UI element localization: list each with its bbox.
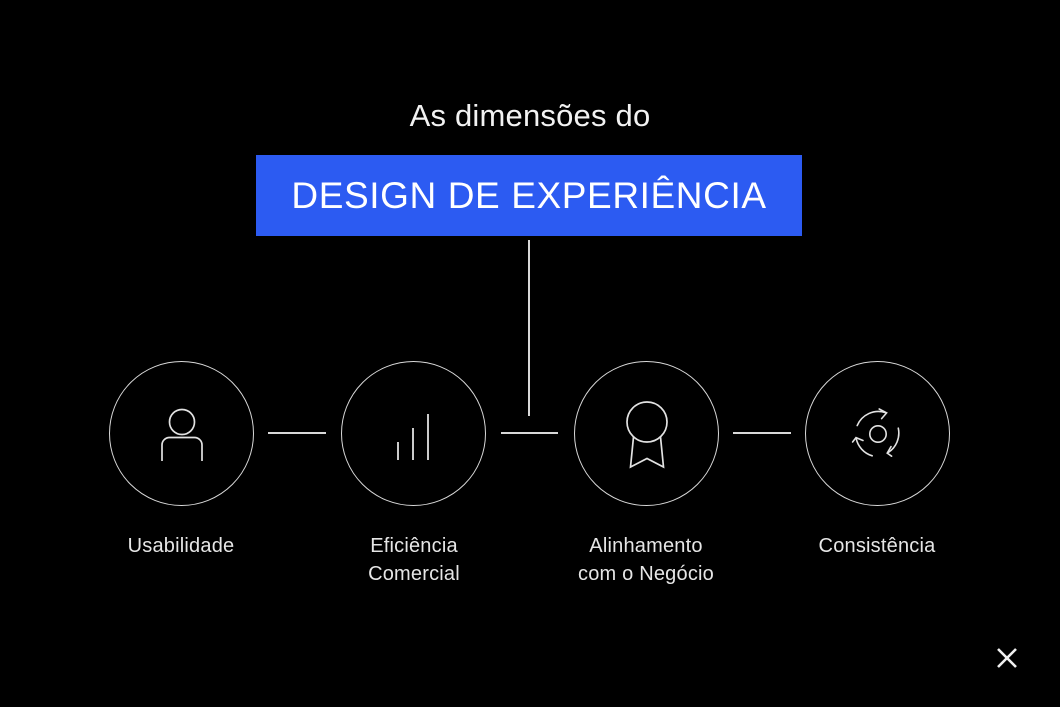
title-banner: DESIGN DE EXPERIÊNCIA bbox=[256, 155, 802, 236]
award-medal-icon bbox=[574, 361, 719, 506]
node-ring bbox=[109, 361, 254, 506]
page-title: DESIGN DE EXPERIÊNCIA bbox=[291, 175, 767, 216]
dimension-label-eficiencia: Eficiência Comercial bbox=[368, 535, 460, 586]
dimension-label-usabilidade: Usabilidade bbox=[127, 535, 235, 557]
dimension-label-alinhamento: Alinhamento com o Negócio bbox=[578, 535, 714, 586]
dimension-row bbox=[0, 361, 1060, 506]
stem-connector bbox=[528, 240, 530, 416]
connector-line-1 bbox=[268, 432, 326, 434]
dimension-node-eficiencia[interactable] bbox=[341, 361, 486, 506]
dimension-node-consistencia[interactable] bbox=[805, 361, 950, 506]
dimension-node-alinhamento[interactable] bbox=[574, 361, 719, 506]
connector-line-2 bbox=[501, 432, 558, 434]
cycle-arrows-icon bbox=[805, 361, 950, 506]
person-icon bbox=[109, 361, 254, 506]
node-ring bbox=[805, 361, 950, 506]
node-ring bbox=[574, 361, 719, 506]
connector-line-3 bbox=[733, 432, 791, 434]
dimension-node-usabilidade[interactable] bbox=[109, 361, 254, 506]
x-logo bbox=[991, 641, 1023, 673]
node-ring bbox=[341, 361, 486, 506]
dimension-label-consistencia: Consistência bbox=[818, 535, 936, 557]
slide-subtitle: As dimensões do bbox=[409, 98, 651, 133]
bar-chart-icon bbox=[341, 361, 486, 506]
